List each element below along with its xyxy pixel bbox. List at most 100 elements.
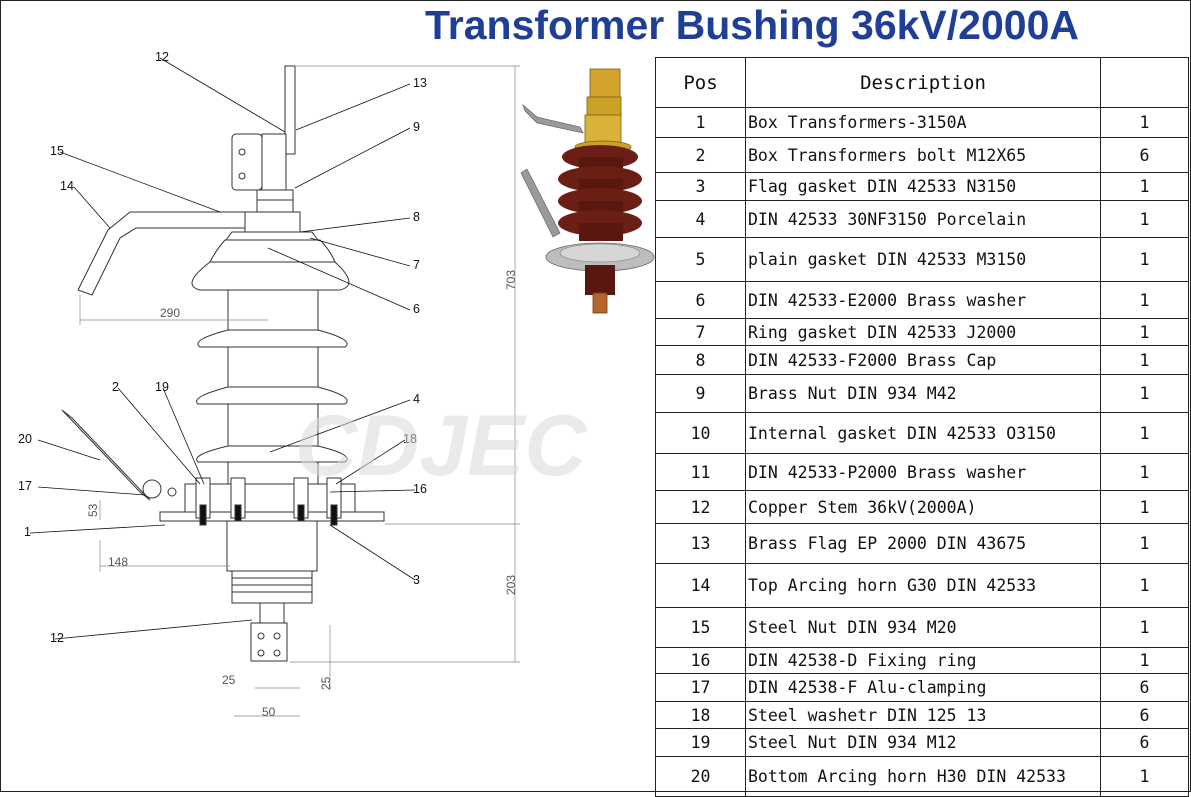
quantity-cell: 1	[1100, 490, 1189, 524]
dim-53: 53	[86, 503, 100, 517]
pos-cell: 3	[655, 172, 746, 201]
dim-148: 148	[108, 555, 128, 569]
pos-cell: 20	[655, 756, 746, 797]
description-cell: DIN 42533 30NF3150 Porcelain	[745, 200, 1101, 238]
quantity-cell: 1	[1100, 607, 1189, 648]
quantity-cell: 1	[1100, 647, 1189, 674]
quantity-cell: 6	[1100, 673, 1189, 702]
dim-25-horizontal: 25	[222, 673, 236, 687]
description-cell: Top Arcing horn G30 DIN 42533	[745, 563, 1101, 608]
description-cell: DIN 42538-F Alu-clamping	[745, 673, 1101, 702]
pos-cell: 5	[655, 237, 746, 282]
pos-cell: 12	[655, 490, 746, 524]
description-cell: plain gasket DIN 42533 M3150	[745, 237, 1101, 282]
description-cell: Box Transformers-3150A	[745, 107, 1101, 138]
callout-7: 7	[413, 258, 420, 272]
technical-drawing: 12 13 9 15 14 8 7 6 4 2 19 18 20 17 16 1…	[18, 50, 520, 719]
description-cell: Flag gasket DIN 42533 N3150	[745, 172, 1101, 201]
callout-4: 4	[413, 392, 420, 406]
callout-12-top: 12	[155, 50, 169, 64]
callout-13: 13	[413, 76, 427, 90]
dim-50: 50	[262, 705, 276, 719]
pos-cell: 9	[655, 374, 746, 413]
description-cell: Ring gasket DIN 42533 J2000	[745, 318, 1101, 346]
quantity-cell: 1	[1100, 374, 1189, 413]
dim-203: 203	[504, 575, 518, 595]
svg-text:CDJEC: CDJEC	[295, 400, 588, 490]
pos-cell: 19	[655, 728, 746, 757]
pos-cell: 18	[655, 701, 746, 729]
dim-25-vertical: 25	[319, 676, 333, 690]
dim-290: 290	[160, 306, 180, 320]
pos-cell: 16	[655, 647, 746, 674]
pos-cell: 15	[655, 607, 746, 648]
pos-cell: 14	[655, 563, 746, 608]
callout-18: 18	[403, 432, 417, 446]
column-header-pos: Pos	[655, 57, 746, 108]
quantity-cell: 1	[1100, 345, 1189, 375]
quantity-cell: 1	[1100, 756, 1189, 797]
column-header-quantity	[1100, 57, 1189, 108]
callout-15: 15	[50, 144, 64, 158]
pos-cell: 6	[655, 281, 746, 319]
pos-cell: 4	[655, 200, 746, 238]
callout-12-bottom: 12	[50, 631, 64, 645]
callout-20: 20	[18, 432, 32, 446]
pos-cell: 11	[655, 453, 746, 491]
callout-1: 1	[24, 525, 31, 539]
pos-cell: 17	[655, 673, 746, 702]
pos-cell: 2	[655, 137, 746, 173]
quantity-cell: 1	[1100, 200, 1189, 238]
bushing-render-image	[520, 68, 655, 314]
quantity-cell: 1	[1100, 172, 1189, 201]
quantity-cell: 1	[1100, 237, 1189, 282]
description-cell: DIN 42533-P2000 Brass washer	[745, 453, 1101, 491]
description-cell: Copper Stem 36kV(2000A)	[745, 490, 1101, 524]
pos-cell: 7	[655, 318, 746, 346]
callout-14: 14	[60, 179, 74, 193]
description-cell: Bottom Arcing horn H30 DIN 42533	[745, 756, 1101, 797]
description-cell: DIN 42533-F2000 Brass Cap	[745, 345, 1101, 375]
quantity-cell: 6	[1100, 137, 1189, 173]
quantity-cell: 1	[1100, 318, 1189, 346]
description-cell: DIN 42533-E2000 Brass washer	[745, 281, 1101, 319]
description-cell: DIN 42538-D Fixing ring	[745, 647, 1101, 674]
quantity-cell: 1	[1100, 107, 1189, 138]
quantity-cell: 1	[1100, 453, 1189, 491]
description-cell: Steel washetr DIN 125 13	[745, 701, 1101, 729]
column-header-description: Description	[745, 57, 1101, 108]
quantity-cell: 1	[1100, 563, 1189, 608]
pos-cell: 10	[655, 412, 746, 454]
pos-cell: 8	[655, 345, 746, 375]
quantity-cell: 1	[1100, 281, 1189, 319]
description-cell: Brass Nut DIN 934 M42	[745, 374, 1101, 413]
page-title: Transformer Bushing 36kV/2000A	[425, 2, 1079, 48]
table-header-row: Pos Description	[655, 57, 1189, 108]
quantity-cell: 1	[1100, 412, 1189, 454]
callout-2: 2	[112, 380, 119, 394]
pos-cell: 13	[655, 523, 746, 564]
quantity-cell: 6	[1100, 728, 1189, 757]
description-cell: Box Transformers bolt M12X65	[745, 137, 1101, 173]
pos-cell: 1	[655, 107, 746, 138]
quantity-cell: 1	[1100, 523, 1189, 564]
description-cell: Steel Nut DIN 934 M20	[745, 607, 1101, 648]
